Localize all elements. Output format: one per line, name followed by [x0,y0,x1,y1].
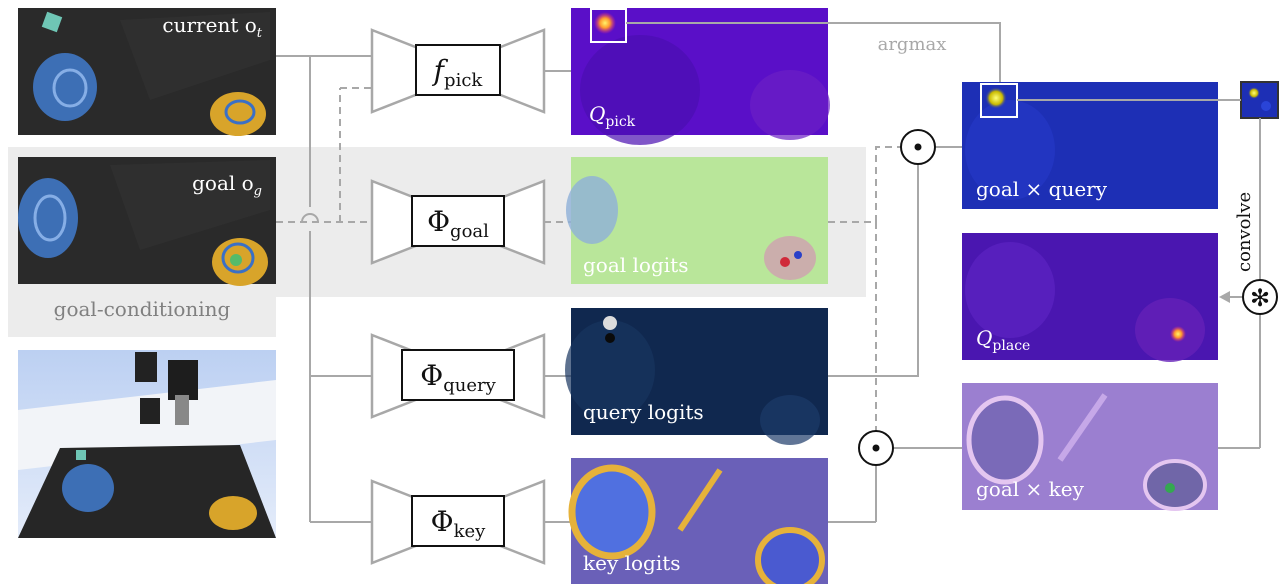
goal-dashed-connectors [276,87,372,223]
convolve-connectors [1017,99,1261,449]
input-connectors [276,55,372,523]
mult-operator-query-dot [914,143,922,151]
goal-dashed-to-mult [828,146,902,432]
query-logits-map [565,308,828,445]
current-observation-label: current ot [162,13,262,41]
key-logits-map [568,458,828,584]
pick-q-label: Qpick [589,102,636,130]
query-crop-kernel [1240,81,1279,119]
conv-operator [1242,279,1278,315]
query-network-label: Φquery [420,359,496,396]
mult-connectors [828,146,962,523]
goal-observation-label: goal og [192,171,262,199]
goal-conditioning-label: goal-conditioning [54,297,231,321]
convolve-arrowhead [1219,291,1230,303]
goal-key-label: goal × key [976,477,1085,501]
robot-scene-image [18,350,276,538]
goal-key-map [962,383,1218,511]
current-observation-image [18,8,276,136]
goal-query-label: goal × query [976,177,1108,201]
goal-logits-map [566,157,828,284]
goal-conditioning-label-box [8,280,276,337]
convolve-label: convolve [1234,192,1255,272]
goal-observation-image [18,157,276,286]
place-q-label: Qplace [976,326,1030,354]
goal-query-map [962,82,1218,209]
pick-network: fpick [370,28,546,114]
goal-logits-label: goal logits [583,253,688,277]
mult-operator-key-dot [872,444,880,452]
key-logits-label: key logits [583,551,681,575]
argmax-connector [626,22,1001,82]
query-logits-label: query logits [583,400,704,424]
place-q-map [962,233,1218,362]
key-network-label: Φkey [431,505,487,542]
goal-network-label: Φgoal [427,205,489,242]
query-network: Φquery [370,333,546,419]
conv-operator-symbol: ✻ [1250,284,1270,312]
key-network: Φkey [370,479,546,565]
pick-q-map [571,8,830,145]
goal-network: Φgoal [370,179,546,265]
argmax-label: argmax [878,34,947,55]
